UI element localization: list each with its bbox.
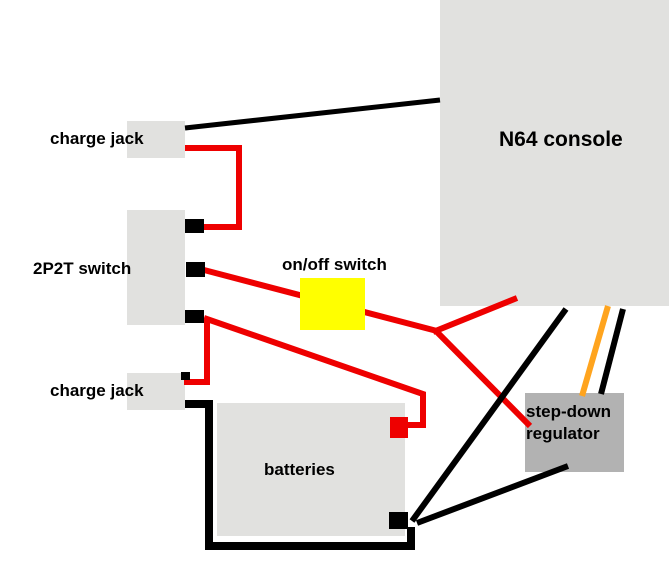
connector-battery-negative-terminal — [389, 512, 408, 529]
wire-black-console-to-battery-negative — [409, 307, 569, 523]
wire-orange-console-to-regulator — [579, 305, 611, 397]
charge-jack-top-label: charge jack — [50, 129, 144, 148]
wire-red-p2t-terminal3-to-chargejack2 — [184, 318, 210, 385]
connector-chargejack2-tab — [181, 372, 190, 380]
step-down-regulator-label-line1: step-down — [526, 402, 611, 421]
wire-red-p2t-terminal3-to-battery-positive — [203, 315, 426, 428]
onoff-switch-box — [300, 278, 365, 330]
batteries-box — [217, 403, 405, 536]
connector-p2t-terminal-1 — [185, 219, 204, 233]
connector-p2t-terminal-2 — [186, 262, 205, 277]
wire-black-regulator-to-battery-negative — [415, 463, 570, 526]
connector-battery-positive-terminal — [390, 417, 408, 438]
step-down-regulator-label: step-down regulator — [526, 401, 611, 445]
charge-jack-top-box — [127, 121, 185, 158]
step-down-regulator-label-line2: regulator — [526, 424, 600, 443]
charge-jack-bottom-box — [127, 373, 185, 410]
wire-black-chargejack2-battery-loop — [185, 400, 415, 550]
wire-red-chargejack1-to-p2t-terminal1 — [185, 145, 242, 230]
p2t-switch-box — [127, 210, 185, 325]
batteries-label: batteries — [264, 460, 335, 479]
charge-jack-bottom-label: charge jack — [50, 381, 144, 400]
connector-p2t-terminal-3 — [185, 310, 204, 323]
p2t-switch-label: 2P2T switch — [33, 259, 132, 278]
wire-red-junction-to-console — [431, 295, 519, 335]
n64-console-box — [440, 0, 669, 306]
wire-red-junction-to-regulator — [432, 327, 533, 429]
onoff-switch-label: on/off switch — [282, 255, 387, 274]
wire-black-chargejack1-to-console — [184, 97, 441, 131]
n64-console-label: N64 console — [499, 128, 623, 151]
step-down-regulator-box — [525, 393, 624, 472]
wire-black-console-to-regulator — [598, 308, 626, 395]
